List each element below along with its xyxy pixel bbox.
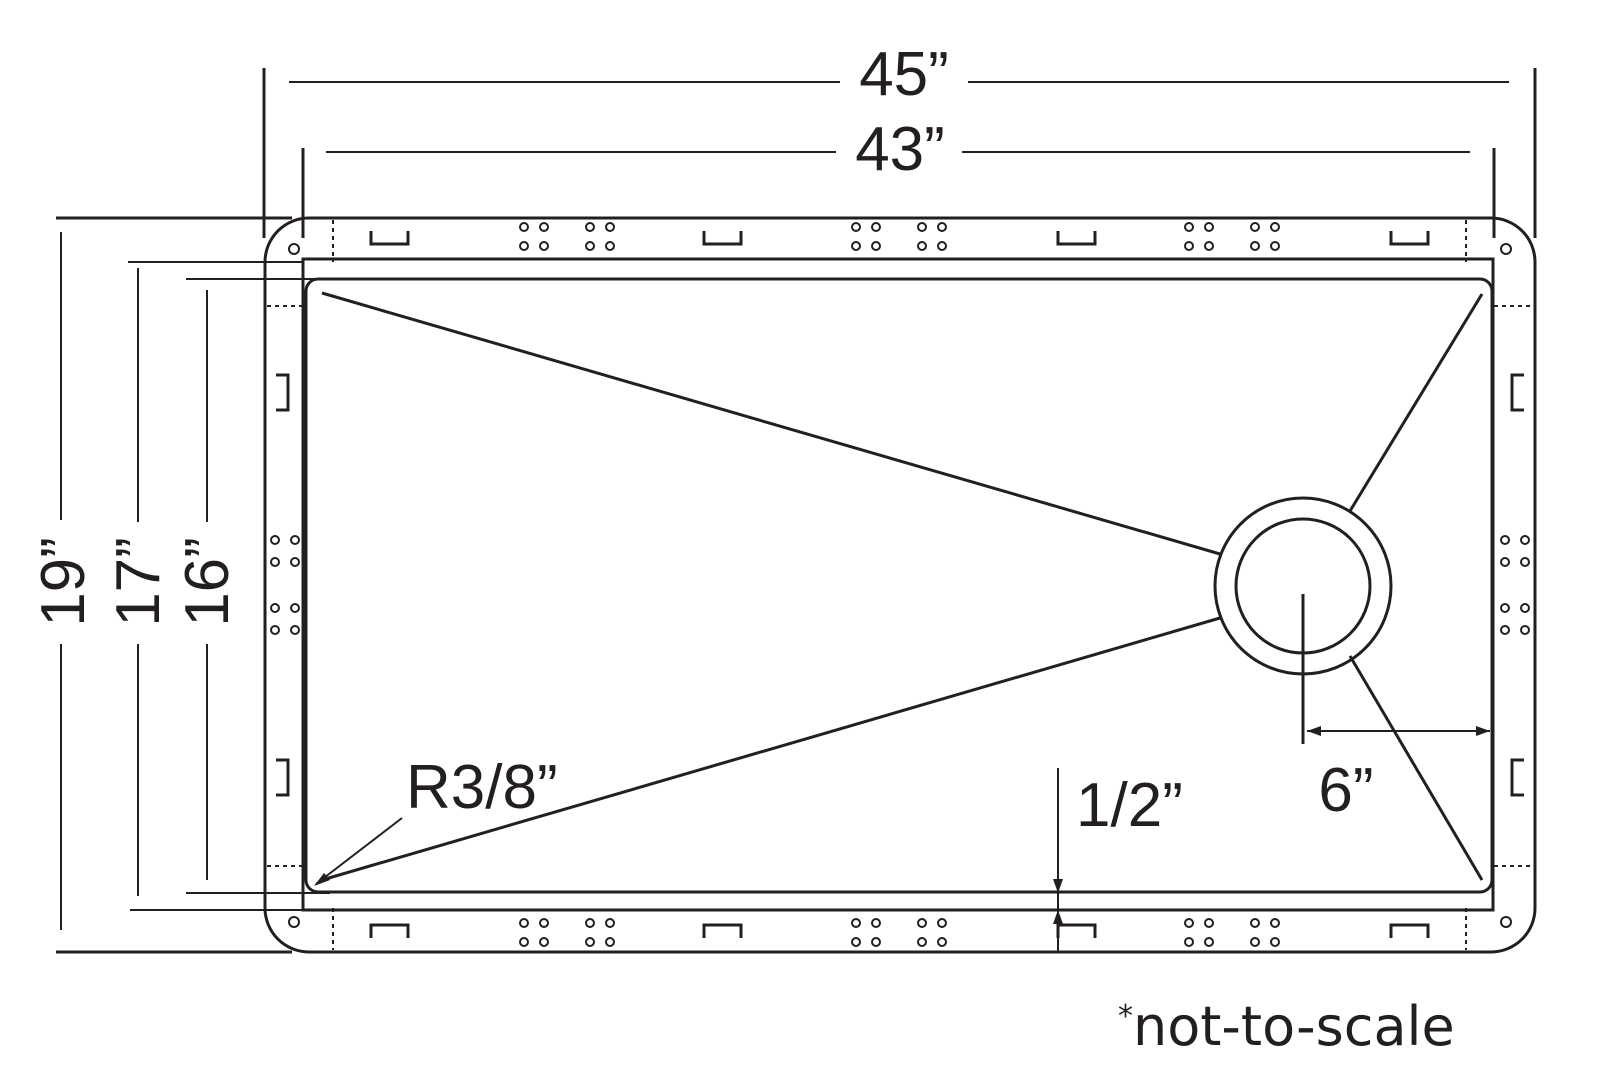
- drain-offset-label: 6”: [1318, 756, 1373, 825]
- sink-outline: [263, 216, 1537, 954]
- bowl-depth-dimension: 16”: [173, 278, 330, 894]
- overall-depth-label: 19”: [29, 537, 98, 627]
- bowl-depth-label: 16”: [173, 537, 242, 627]
- corner-holes: [288, 243, 1512, 928]
- overall-width-label: 45”: [859, 40, 949, 109]
- not-to-scale-note: *not-to-scale: [1118, 1000, 1455, 1054]
- slope-lines: [321, 291, 1484, 882]
- flange-depth-dimension: 17”: [104, 261, 304, 911]
- top-clips: [369, 231, 1430, 246]
- bottom-clips: [369, 923, 1430, 938]
- flange-depth-label: 17”: [104, 537, 173, 627]
- mounting-holes: [270, 222, 1530, 947]
- drain-offset-dimension: 6”: [1301, 594, 1490, 825]
- left-clips: [276, 373, 290, 797]
- overall-depth-dimension: 19”: [29, 216, 292, 954]
- overall-width-dimension: 45”: [262, 40, 1537, 238]
- right-clips: [1510, 373, 1524, 797]
- note-text: not-to-scale: [1133, 995, 1455, 1058]
- flange-width-label: 43”: [855, 115, 945, 184]
- corner-radius-label: R3/8”: [406, 753, 558, 822]
- flange-width-dimension: 43”: [301, 115, 1496, 238]
- rim-offset-label: 1/2”: [1076, 771, 1183, 840]
- note-asterisk: *: [1118, 999, 1133, 1034]
- rim-offset-dimension: 1/2”: [1053, 768, 1183, 952]
- corner-radius-callout: R3/8”: [314, 753, 558, 886]
